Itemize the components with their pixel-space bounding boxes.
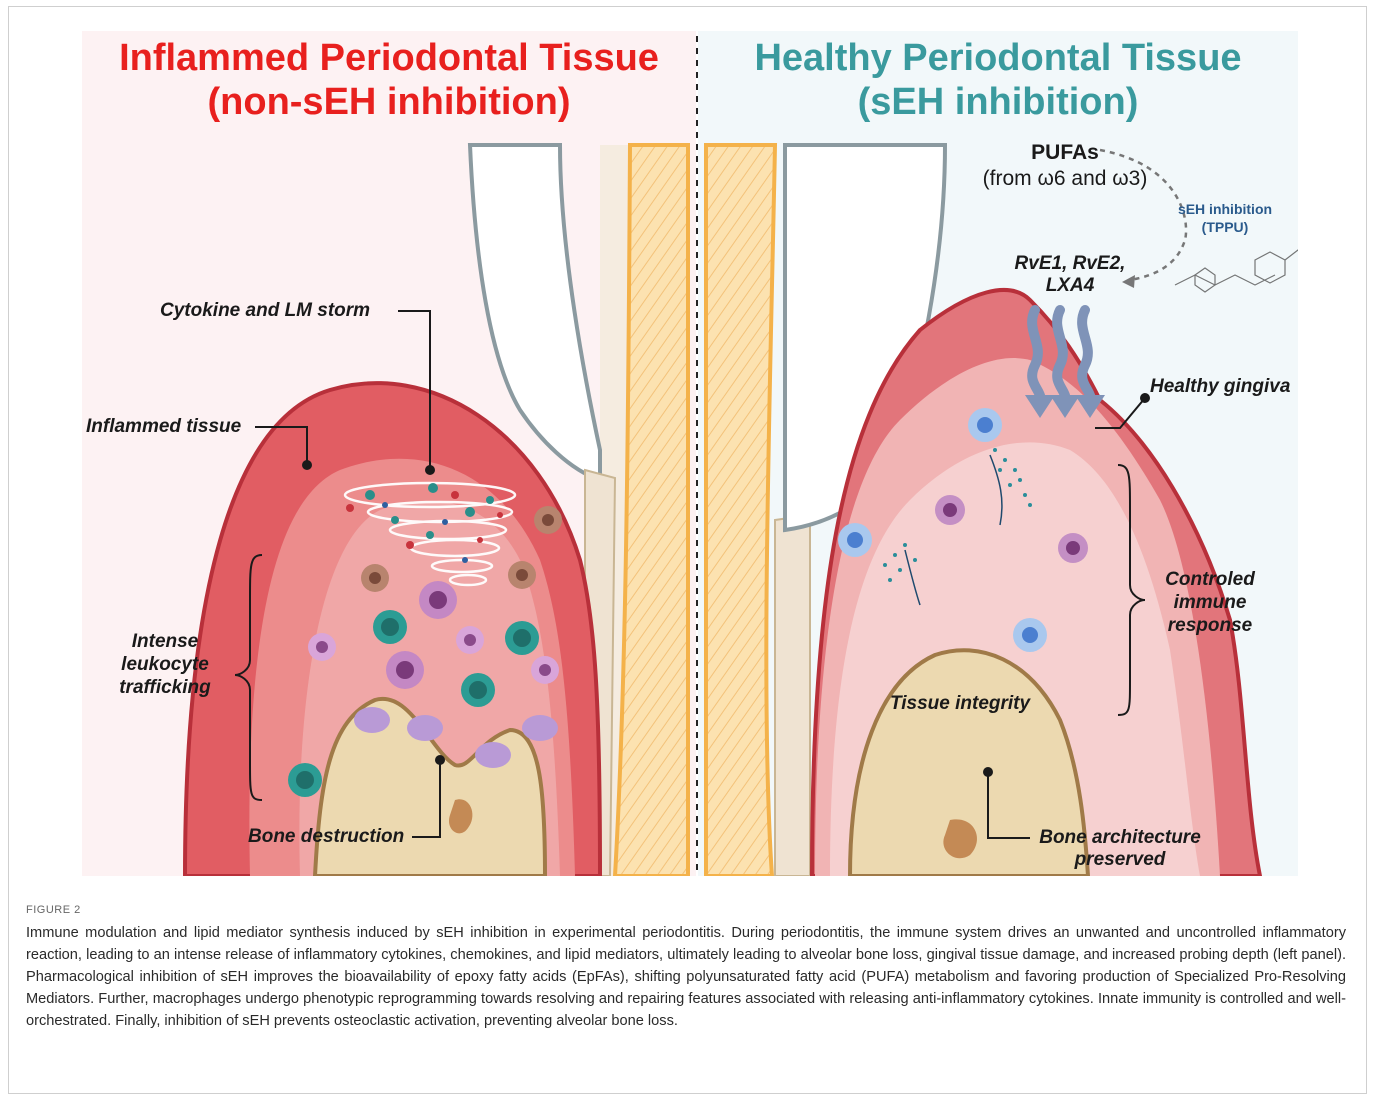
seh-inhibition-block: sEH inhibition (TPPU) (1160, 200, 1290, 236)
label-rve-line1: RvE1, RvE2, (1005, 253, 1135, 275)
controled-immune-block: Controled immune response (1150, 568, 1270, 637)
tppu-molecule-icon (1175, 250, 1308, 292)
left-tooth-gingiva-art (185, 145, 690, 876)
label-healthy-gingiva: Healthy gingiva (1150, 376, 1290, 398)
right-panel-title: Healthy Periodontal Tissue (sEH inhibiti… (698, 36, 1298, 124)
left-title-line1: Inflammed Periodontal Tissue (82, 36, 696, 80)
label-controled: Controled (1150, 568, 1270, 591)
label-bone-architecture: Bone architecture (1030, 827, 1210, 849)
pufas-block: PUFAs (from ω6 and ω3) (955, 140, 1175, 192)
label-immune: immune (1150, 591, 1270, 614)
right-title-line1: Healthy Periodontal Tissue (698, 36, 1298, 80)
spm-block: RvE1, RvE2, LXA4 (1005, 253, 1135, 297)
label-preserved: preserved (1030, 849, 1210, 871)
label-rve-line2: LXA4 (1005, 275, 1135, 297)
label-inflammed-tissue: Inflammed tissue (86, 416, 241, 438)
label-seh-inhibition: sEH inhibition (1160, 200, 1290, 218)
right-title-line2: (sEH inhibition) (698, 80, 1298, 124)
label-pufas-source: (from ω6 and ω3) (955, 166, 1175, 192)
label-pufas: PUFAs (955, 140, 1175, 166)
left-title-line2: (non-sEH inhibition) (82, 80, 696, 124)
label-response: response (1150, 614, 1270, 637)
label-bone-destruction: Bone destruction (248, 826, 404, 848)
label-trafficking: trafficking (100, 676, 230, 699)
figure-label: FIGURE 2 (26, 904, 81, 916)
label-leukocyte: leukocyte (100, 653, 230, 676)
figure-caption: Immune modulation and lipid mediator syn… (26, 922, 1346, 1032)
label-tissue-integrity: Tissue integrity (890, 693, 1030, 715)
label-tppu: (TPPU) (1160, 218, 1290, 236)
bone-architecture-block: Bone architecture preserved (1030, 827, 1210, 871)
label-cytokine-storm: Cytokine and LM storm (160, 300, 370, 322)
left-panel-title: Inflammed Periodontal Tissue (non-sEH in… (82, 36, 696, 124)
label-leukocyte-trafficking: Intense leukocyte trafficking (100, 630, 230, 699)
label-intense: Intense (100, 630, 230, 653)
